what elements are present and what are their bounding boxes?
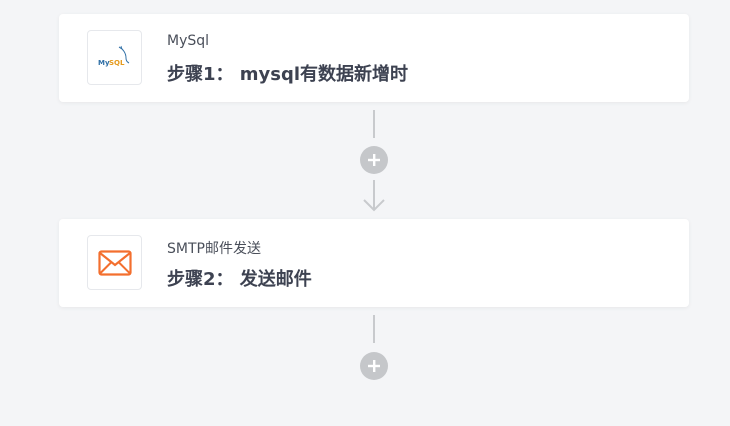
add-step-button[interactable] — [360, 352, 388, 380]
step-card-1[interactable]: My SQL MySql 步骤1： mysql有数据新增时 — [59, 14, 689, 102]
arrow-down-icon — [363, 180, 385, 212]
svg-text:My: My — [98, 59, 110, 67]
step-title: 步骤2： 发送邮件 — [167, 269, 312, 290]
step-card-2[interactable]: SMTP邮件发送 步骤2： 发送邮件 — [59, 219, 689, 307]
step-app-name: SMTP邮件发送 — [167, 241, 261, 257]
add-step-button[interactable] — [360, 146, 388, 174]
plus-circle-icon — [368, 360, 380, 372]
step-title: 步骤1： mysql有数据新增时 — [167, 64, 409, 85]
mysql-logo-icon: My SQL — [98, 45, 129, 67]
mail-envelope-icon — [97, 249, 132, 276]
step-app-name: MySql — [167, 33, 210, 49]
connector-line — [373, 110, 375, 138]
svg-text:SQL: SQL — [109, 59, 125, 67]
app-logo-mysql: My SQL — [87, 30, 142, 85]
plus-circle-icon — [368, 154, 380, 166]
app-logo-smtp — [87, 235, 142, 290]
connector-line — [373, 315, 375, 343]
